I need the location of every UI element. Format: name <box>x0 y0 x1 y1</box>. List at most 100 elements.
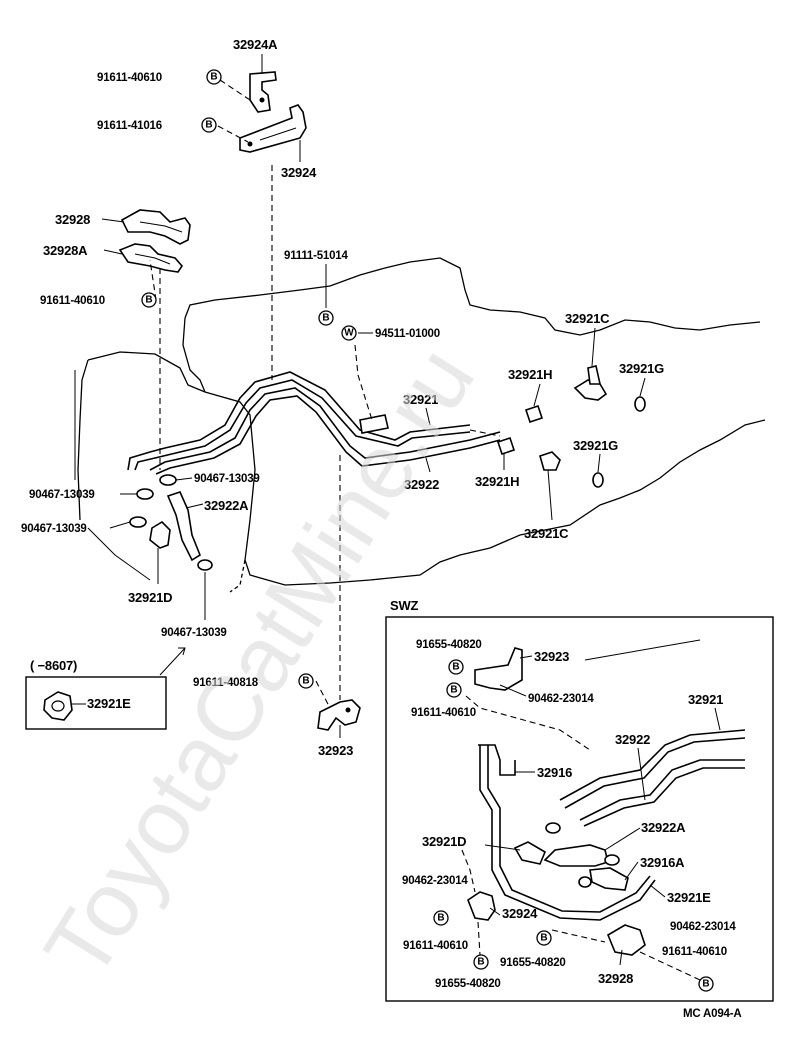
swz-pipe-32922-b <box>583 767 745 827</box>
bolt-label-91611-40610-mid: 91611-40610 <box>40 295 105 307</box>
part-label-32922: 32922 <box>404 477 439 492</box>
gasket-32921G-bot <box>592 472 604 488</box>
align-line-bolt-top <box>219 79 251 101</box>
swz-leader-32921 <box>714 707 721 731</box>
swz-label-32922: 32922 <box>615 732 650 747</box>
leader-32921G-bot <box>597 453 601 473</box>
leader-32921E-box <box>159 647 186 676</box>
leader-arrow-head <box>178 647 186 656</box>
swz-clamp-c <box>578 876 592 888</box>
part-label-32921D: 32921D <box>128 590 172 605</box>
swz-bolt-symbol-3: B <box>433 910 449 926</box>
swz-label-32928: 32928 <box>598 971 633 986</box>
part-label-32921C-bot: 32921C <box>524 526 569 541</box>
clamp-label-90467-13039-b: 90467-13039 <box>29 489 95 501</box>
pipe-clip <box>359 414 389 434</box>
clamp-label-90467-13039-a: 90467-13039 <box>194 473 260 485</box>
align-line-bolt-4 <box>315 680 331 709</box>
swz-align-2 <box>461 849 476 893</box>
washer-label-94511-01000: 94511-01000 <box>375 328 440 340</box>
bracket-32924A-hole <box>259 97 265 103</box>
swz-hose-32916A <box>589 867 629 891</box>
engine-ref-dashed <box>229 559 246 593</box>
clamp-label-90467-13039-c: 90467-13039 <box>21 523 87 535</box>
svg-text:B: B <box>210 72 217 83</box>
bracket-32924 <box>239 104 307 153</box>
engine-block-outline-upper <box>182 257 761 393</box>
align-line-bolt-3 <box>149 259 157 301</box>
swz-align-4 <box>551 929 606 943</box>
clamp-32928 <box>120 209 191 245</box>
swz-bolt-symbol-4: B <box>473 954 489 970</box>
swz-label-32916A: 32916A <box>640 855 685 870</box>
svg-text:B: B <box>477 957 484 968</box>
swz-leader-32928 <box>619 949 623 966</box>
bracket-32923 <box>317 699 361 731</box>
align-line-washer <box>354 344 373 421</box>
svg-text:B: B <box>540 933 547 944</box>
swz-leader-32924 <box>489 907 501 916</box>
swz-leader-32922 <box>637 747 646 801</box>
leader-32921H-top <box>533 383 541 407</box>
leader-32921 <box>425 407 431 426</box>
part-label-32922A: 32922A <box>204 498 249 513</box>
part-label-32921H-top: 32921H <box>508 367 552 382</box>
swz-label-32923: 32923 <box>534 649 569 664</box>
gasket-32921G-top <box>634 396 646 412</box>
union-32921C-top <box>573 379 608 401</box>
part-label-32924: 32924 <box>281 165 317 180</box>
union-bolt-32921H-top <box>524 404 544 424</box>
swz-label-32921: 32921 <box>688 692 723 707</box>
hose-clamp-d <box>197 559 213 571</box>
svg-text:B: B <box>450 685 457 696</box>
part-label-32921H-bot: 32921H <box>475 474 519 489</box>
bracket-32924-hole <box>247 141 253 147</box>
bolt-label-91611-40818: 91611-40818 <box>193 677 259 689</box>
part-label-32921G-top: 32921G <box>619 361 664 376</box>
swz-pipe-32922 <box>579 759 745 821</box>
watermark-text: ToyotaCatMine.ru <box>25 330 494 995</box>
swz-leader-32923 <box>519 639 701 661</box>
swz-pipe-32921-b <box>564 737 746 809</box>
svg-text:B: B <box>452 662 459 673</box>
swz-label-90462-23014-right: 90462-23014 <box>670 921 736 933</box>
leader-32922A <box>185 503 204 509</box>
engine-block-outline-lower <box>87 351 766 586</box>
swz-leader-32921D <box>484 844 521 851</box>
diagram-code: MC A094-A <box>683 1008 741 1020</box>
swz-label-90462-23014-top: 90462-23014 <box>528 693 594 705</box>
swz-label-91611-40610-left: 91611-40610 <box>403 940 468 952</box>
part-label-32921E: 32921E <box>87 696 131 711</box>
clamp-32928-inner <box>139 221 183 233</box>
bolt-symbol-3: B <box>141 292 157 308</box>
bolt-label-91611-41016: 91611-41016 <box>97 120 162 132</box>
align-line-pipe-end <box>469 429 501 437</box>
bolt-label-91111-51014: 91111-51014 <box>284 250 348 262</box>
swz-pipe-32916 <box>479 745 656 921</box>
swz-leader-32916A <box>624 861 639 881</box>
swz-leader-90462-top <box>499 684 527 697</box>
clamp-32928A-inner <box>134 253 171 265</box>
swz-label-91655-40820-mid: 91655-40820 <box>500 957 566 969</box>
svg-text:B: B <box>302 676 309 687</box>
bolt-label-91611-40610: 91611-40610 <box>97 72 162 84</box>
fuel-pipe-32921-b <box>134 379 471 471</box>
part-label-32928: 32928 <box>55 212 90 227</box>
swz-bolt-symbol-1: B <box>448 659 464 675</box>
hose-clamp-c <box>129 516 147 528</box>
clip-32921E-inner <box>51 700 65 712</box>
engine-block-outline-left <box>77 359 89 521</box>
swz-label-90462-23014-left: 90462-23014 <box>402 875 468 887</box>
align-line-bolt-2 <box>217 125 249 143</box>
inset-frame <box>385 616 774 1002</box>
union-32921C-bot <box>539 451 561 471</box>
part-label-32921C-top: 32921C <box>565 311 610 326</box>
swz-pipe-32916-b <box>487 745 651 913</box>
swz-hose-32921D <box>513 841 547 865</box>
swz-label-32921D: 32921D <box>422 834 466 849</box>
swz-label-91611-40610-right: 91611-40610 <box>662 946 727 958</box>
swz-bracket-32924 <box>467 891 496 921</box>
swz-label-32922A: 32922A <box>641 820 686 835</box>
fuel-pipe-32921 <box>127 371 471 471</box>
